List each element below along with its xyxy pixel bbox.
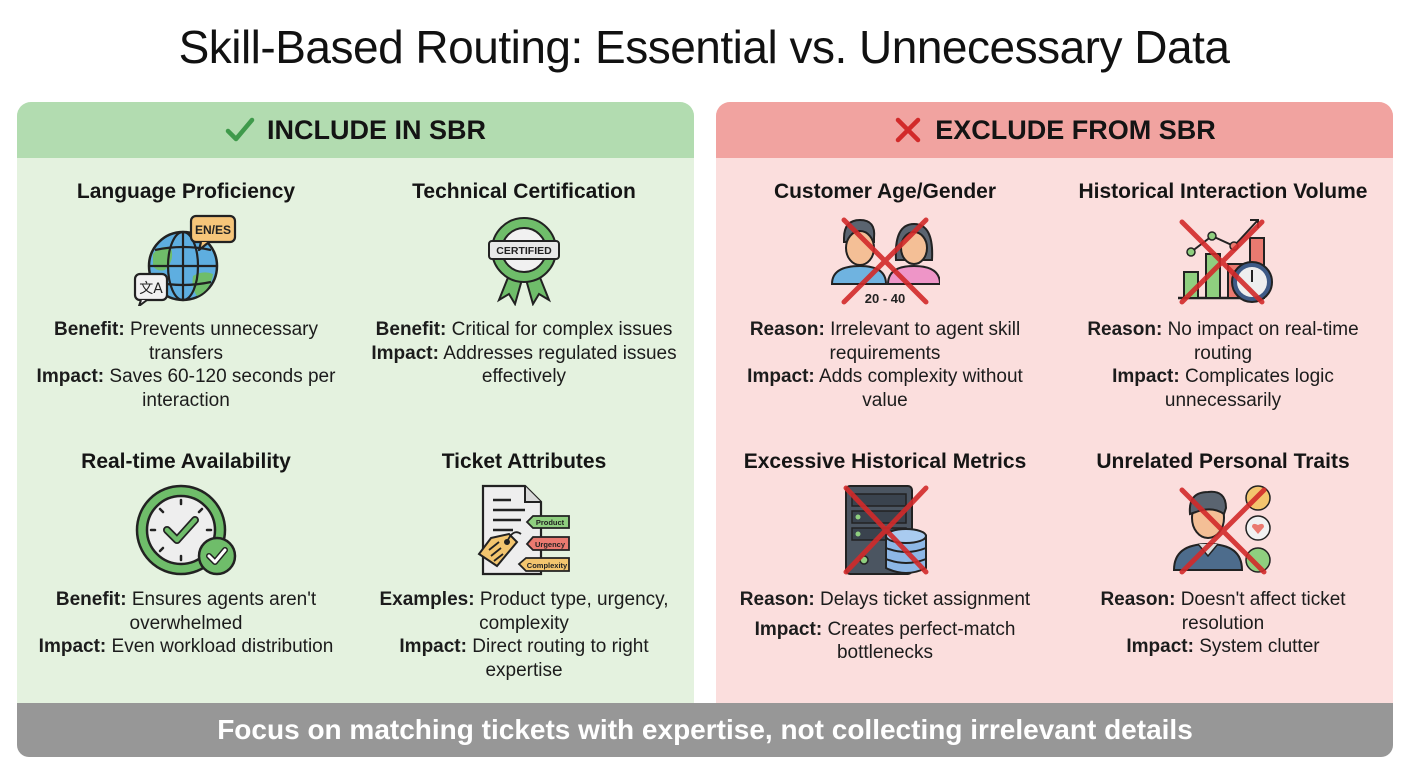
card-ticket-attributes: Ticket Attributes Product Urgency Comple… bbox=[355, 428, 693, 698]
examples-line: Examples: Product type, urgency, complex… bbox=[379, 589, 669, 634]
benefit-line: Benefit: Critical for complex issues bbox=[375, 319, 673, 340]
card-historical-interaction-volume: Historical Interaction Volume bbox=[1054, 158, 1392, 428]
page-title: Skill-Based Routing: Essential vs. Unnec… bbox=[178, 21, 1230, 73]
card-customer-age-gender: Customer Age/Gender 20 - 40 Reason: Irre… bbox=[716, 158, 1054, 428]
reason-line: Reason: Doesn't affect ticket resolution bbox=[1100, 589, 1346, 634]
document-tags-icon: Product Urgency Complexity bbox=[469, 484, 579, 576]
person-traits-crossed-icon bbox=[1168, 484, 1278, 576]
exclude-panel: EXCLUDE FROM SBR Customer Age/Gender 20 … bbox=[716, 102, 1393, 722]
impact-line: Impact: Addresses regulated issues effec… bbox=[371, 342, 677, 388]
svg-text:Product: Product bbox=[536, 518, 565, 527]
exclude-panel-title: EXCLUDE FROM SBR bbox=[935, 114, 1216, 145]
check-icon bbox=[225, 117, 255, 142]
svg-text:文A: 文A bbox=[139, 281, 163, 297]
card-unrelated-personal-traits: Unrelated Personal Traits Reason: Doesn'… bbox=[1054, 428, 1392, 698]
clock-check-icon bbox=[131, 484, 241, 576]
card-excessive-historical-metrics: Excessive Historical Metrics Reason: Del… bbox=[716, 428, 1054, 698]
include-panel: INCLUDE IN SBR Language Proficiency EN/E… bbox=[17, 102, 694, 722]
reason-line: Reason: Delays ticket assignment bbox=[739, 589, 1031, 610]
card-title: Real-time Availability bbox=[81, 450, 291, 473]
svg-text:Urgency: Urgency bbox=[535, 540, 566, 549]
card-title: Technical Certification bbox=[412, 180, 636, 203]
impact-line: Impact: Complicates logic unnecessarily bbox=[1112, 366, 1334, 411]
card-title: Language Proficiency bbox=[76, 180, 296, 203]
impact-line: Impact: Even workload distribution bbox=[38, 636, 334, 657]
card-real-time-availability: Real-time Availability bbox=[17, 428, 355, 698]
card-title: Customer Age/Gender bbox=[773, 180, 997, 203]
svg-text:20 - 40: 20 - 40 bbox=[865, 291, 905, 306]
include-panel-title: INCLUDE IN SBR bbox=[266, 114, 486, 145]
impact-line: Impact: Direct routing to right expertis… bbox=[399, 636, 649, 681]
card-title: Historical Interaction Volume bbox=[1078, 180, 1368, 203]
card-title: Unrelated Personal Traits bbox=[1096, 450, 1350, 473]
x-icon bbox=[895, 117, 921, 143]
svg-text:EN/ES: EN/ES bbox=[195, 223, 231, 237]
server-database-crossed-icon bbox=[830, 484, 940, 576]
card-language-proficiency: Language Proficiency EN/ES 文A bbox=[17, 158, 355, 428]
svg-text:CERTIFIED: CERTIFIED bbox=[496, 245, 552, 257]
footer-banner: Focus on matching tickets with expertise… bbox=[17, 703, 1393, 757]
benefit-line: Benefit: Prevents unnecessary transfers bbox=[53, 319, 318, 364]
impact-line: Impact: Saves 60-120 seconds per interac… bbox=[36, 366, 336, 411]
impact-line: Impact: System clutter bbox=[1126, 636, 1320, 657]
chart-clock-crossed-icon bbox=[1168, 214, 1278, 306]
exclude-panel-header: EXCLUDE FROM SBR bbox=[716, 102, 1393, 158]
reason-line: Reason: No impact on real-time routing bbox=[1087, 319, 1359, 364]
people-crossed-icon: 20 - 40 bbox=[830, 214, 942, 306]
benefit-line: Benefit: Ensures agents aren't overwhelm… bbox=[55, 589, 317, 634]
include-panel-header: INCLUDE IN SBR bbox=[17, 102, 694, 158]
globe-translate-icon: EN/ES 文A bbox=[131, 214, 241, 309]
svg-text:Complexity: Complexity bbox=[527, 561, 568, 570]
reason-line: Reason: Irrelevant to agent skill requir… bbox=[749, 319, 1021, 364]
certified-badge-icon: CERTIFIED bbox=[469, 214, 579, 307]
impact-line: Impact: Creates perfect-match bottleneck… bbox=[754, 618, 1016, 664]
card-title: Excessive Historical Metrics bbox=[743, 450, 1027, 473]
card-technical-certification: Technical Certification CERTIFIED Benefi… bbox=[355, 158, 693, 428]
impact-line: Impact: Adds complexity without value bbox=[747, 366, 1023, 411]
card-title: Ticket Attributes bbox=[441, 450, 607, 473]
